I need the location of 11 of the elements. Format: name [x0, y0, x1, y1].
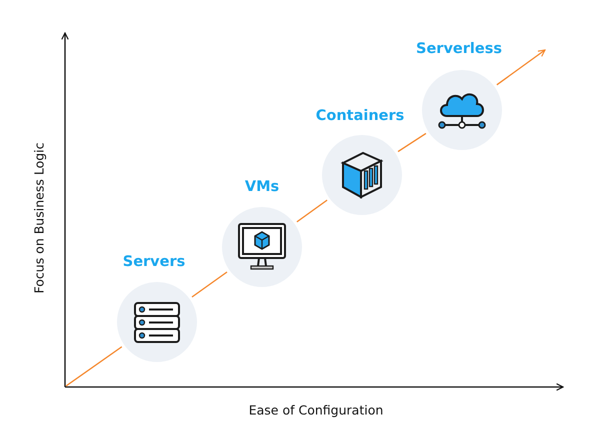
stage-label: VMs [244, 179, 280, 195]
connector-line [66, 346, 122, 387]
connector-line [192, 271, 228, 298]
axis-label: Ease of Configuration [248, 402, 384, 418]
stage-label: Servers [122, 254, 186, 270]
stage-label: Containers [316, 108, 404, 124]
connector-line [296, 200, 328, 222]
axis-label: Focus on Business Logic [32, 142, 46, 294]
connector-line [398, 132, 426, 152]
arrow [496, 49, 546, 86]
stage-label: Serverless [416, 41, 502, 57]
